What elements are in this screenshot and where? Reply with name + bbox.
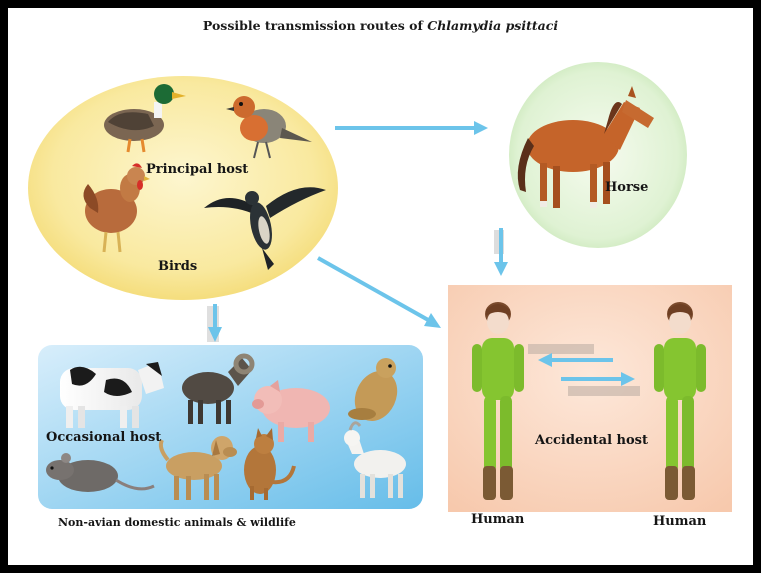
diagram-title: Possible transmission routes of Chlamydi… — [8, 18, 753, 33]
principal-host-label: Principal host — [146, 162, 248, 177]
title-species: Chlamydia psittaci — [427, 18, 558, 33]
arrow-birds-to-horse — [335, 121, 488, 135]
arrow-horse-to-human — [494, 228, 508, 276]
arrow-birds-to-human — [318, 258, 441, 328]
diagram-frame: Possible transmission routes of Chlamydi… — [8, 8, 753, 565]
occasional-host-label: Occasional host — [46, 430, 161, 445]
animals-caption: Non-avian domestic animals & wildlife — [58, 516, 296, 529]
arrow-birds-to-animals — [207, 304, 222, 342]
horse-label: Horse — [605, 180, 648, 195]
birds-label: Birds — [158, 259, 197, 274]
accidental-host-label: Accidental host — [535, 433, 648, 448]
title-prefix: Possible transmission routes of — [203, 18, 427, 33]
human-label-left: Human — [471, 512, 524, 527]
human-label-right: Human — [653, 514, 706, 529]
transmission-diagram — [8, 8, 753, 565]
